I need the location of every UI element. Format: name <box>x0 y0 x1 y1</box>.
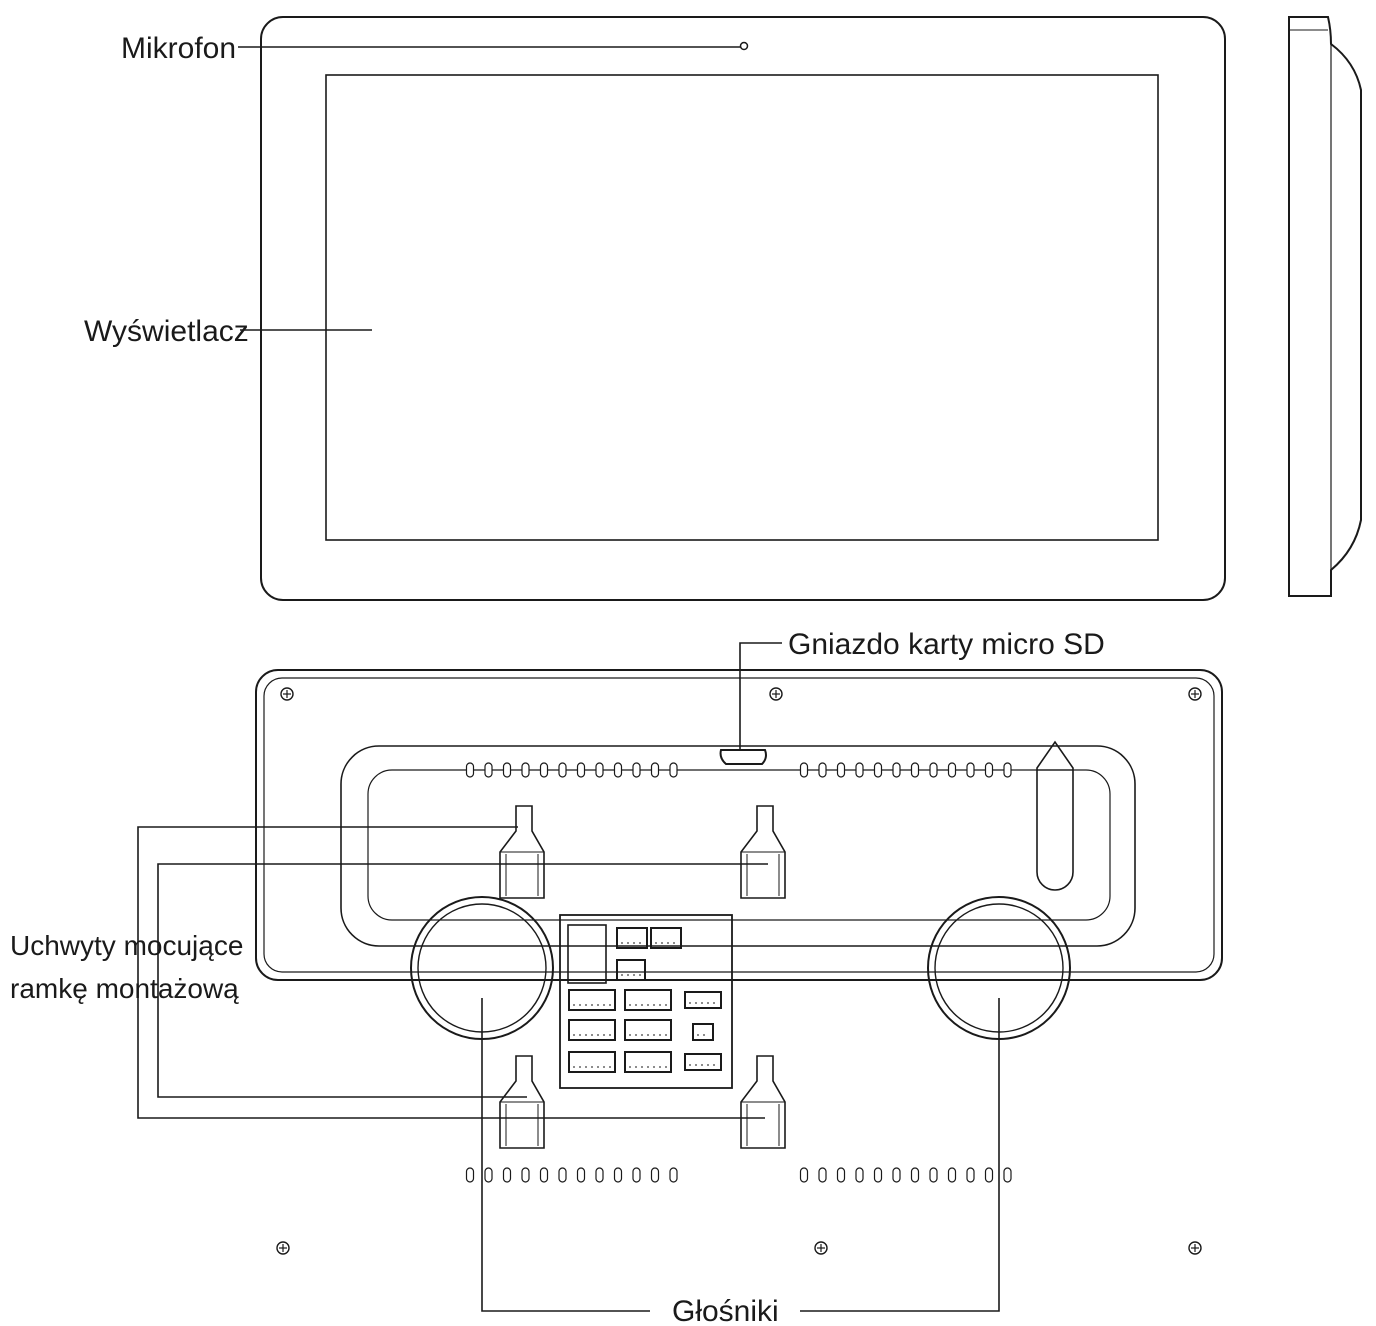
vent-slot <box>947 1167 957 1183</box>
vent-slot <box>669 1167 678 1183</box>
vent-slot <box>836 762 846 778</box>
vent-slot <box>910 1167 920 1183</box>
back-panel-outer <box>340 745 1136 947</box>
vent-slot <box>910 762 920 778</box>
connector-icon <box>568 989 616 1011</box>
sd-card-slot-icon <box>719 749 767 765</box>
vent-slot <box>539 762 549 778</box>
vent-slot <box>929 1167 938 1183</box>
vent-slot <box>558 1167 567 1183</box>
vent-slots <box>465 762 1012 1183</box>
screw-icon <box>1188 1241 1202 1255</box>
connector-icon <box>568 1051 616 1073</box>
vent-slot <box>892 762 901 778</box>
vent-slot <box>502 1167 512 1183</box>
side-profile <box>1288 16 1362 597</box>
antenna <box>1036 740 1074 891</box>
vent-slot <box>558 762 567 778</box>
vent-slot <box>650 762 660 778</box>
mounting-clip <box>499 1055 545 1149</box>
connector-icon <box>684 991 722 1009</box>
vent-slot <box>465 762 475 778</box>
connector-icon <box>692 1023 714 1041</box>
connector-icon <box>650 927 682 949</box>
vent-slot <box>873 762 883 778</box>
front-housing <box>260 16 1226 601</box>
back-view <box>255 669 1223 1255</box>
vent-slot <box>966 762 975 778</box>
label-mount-line1: Uchwyty mocujące <box>10 930 243 961</box>
mounting-clip <box>499 805 545 899</box>
leader-lines <box>137 46 1000 1312</box>
screw-icon <box>276 1241 290 1255</box>
front-view <box>260 16 1226 601</box>
connector-icon <box>616 959 646 981</box>
connector-icon <box>624 989 672 1011</box>
vent-slot <box>1003 762 1012 778</box>
back-housing-inner <box>263 677 1215 973</box>
screw-icon <box>814 1241 828 1255</box>
vent-slot <box>1003 1167 1012 1183</box>
vent-slot <box>818 1167 827 1183</box>
mounting-clip <box>740 805 786 899</box>
vent-slot <box>484 1167 493 1183</box>
vent-slot <box>855 1167 864 1183</box>
screw-icon <box>1188 687 1202 701</box>
connector-board <box>559 914 733 1089</box>
mounting-clip <box>740 1055 786 1149</box>
connector-icon <box>624 1051 672 1073</box>
connector-icon <box>568 1019 616 1041</box>
vent-slot <box>595 762 604 778</box>
vent-slot <box>521 762 530 778</box>
vent-slot <box>799 1167 809 1183</box>
vent-slot <box>484 762 493 778</box>
mounting-clips <box>499 805 786 1149</box>
connector-icon <box>684 1053 722 1071</box>
vent-slot <box>669 762 678 778</box>
label-speakers: Głośniki <box>672 1295 779 1326</box>
label-mount-line2: ramkę montażową <box>10 973 239 1004</box>
side-view <box>1288 16 1362 597</box>
vent-slot <box>799 762 809 778</box>
vent-slot <box>873 1167 883 1183</box>
back-housing-outer <box>255 669 1223 981</box>
vent-slot <box>818 762 827 778</box>
vent-slot <box>465 1167 475 1183</box>
microphone-hole <box>739 41 749 51</box>
connector-icon <box>624 1019 672 1041</box>
vent-slot <box>576 762 586 778</box>
vent-slot <box>929 762 938 778</box>
vent-slot <box>984 762 994 778</box>
vent-slot <box>521 1167 530 1183</box>
vent-slot <box>613 1167 623 1183</box>
connector-icon <box>616 927 648 949</box>
vent-slot <box>576 1167 586 1183</box>
screws <box>276 687 1202 1255</box>
vent-slot <box>539 1167 549 1183</box>
vent-slot <box>855 762 864 778</box>
label-display: Wyświetlacz <box>84 315 249 348</box>
vent-slot <box>966 1167 975 1183</box>
screw-icon <box>769 687 783 701</box>
vent-slot <box>650 1167 660 1183</box>
vent-slot <box>595 1167 604 1183</box>
label-microphone: Mikrofon <box>121 32 236 65</box>
vent-slot <box>836 1167 846 1183</box>
vent-slot <box>947 762 957 778</box>
vent-slot <box>984 1167 994 1183</box>
vent-slot <box>613 762 623 778</box>
vent-slot <box>502 762 512 778</box>
front-screen <box>325 74 1159 541</box>
vent-slot <box>632 1167 641 1183</box>
vent-slot <box>632 762 641 778</box>
screw-icon <box>280 687 294 701</box>
vent-slot <box>892 1167 901 1183</box>
label-sd-slot: Gniazdo karty micro SD <box>788 628 1105 661</box>
back-panel-inner <box>367 769 1111 921</box>
